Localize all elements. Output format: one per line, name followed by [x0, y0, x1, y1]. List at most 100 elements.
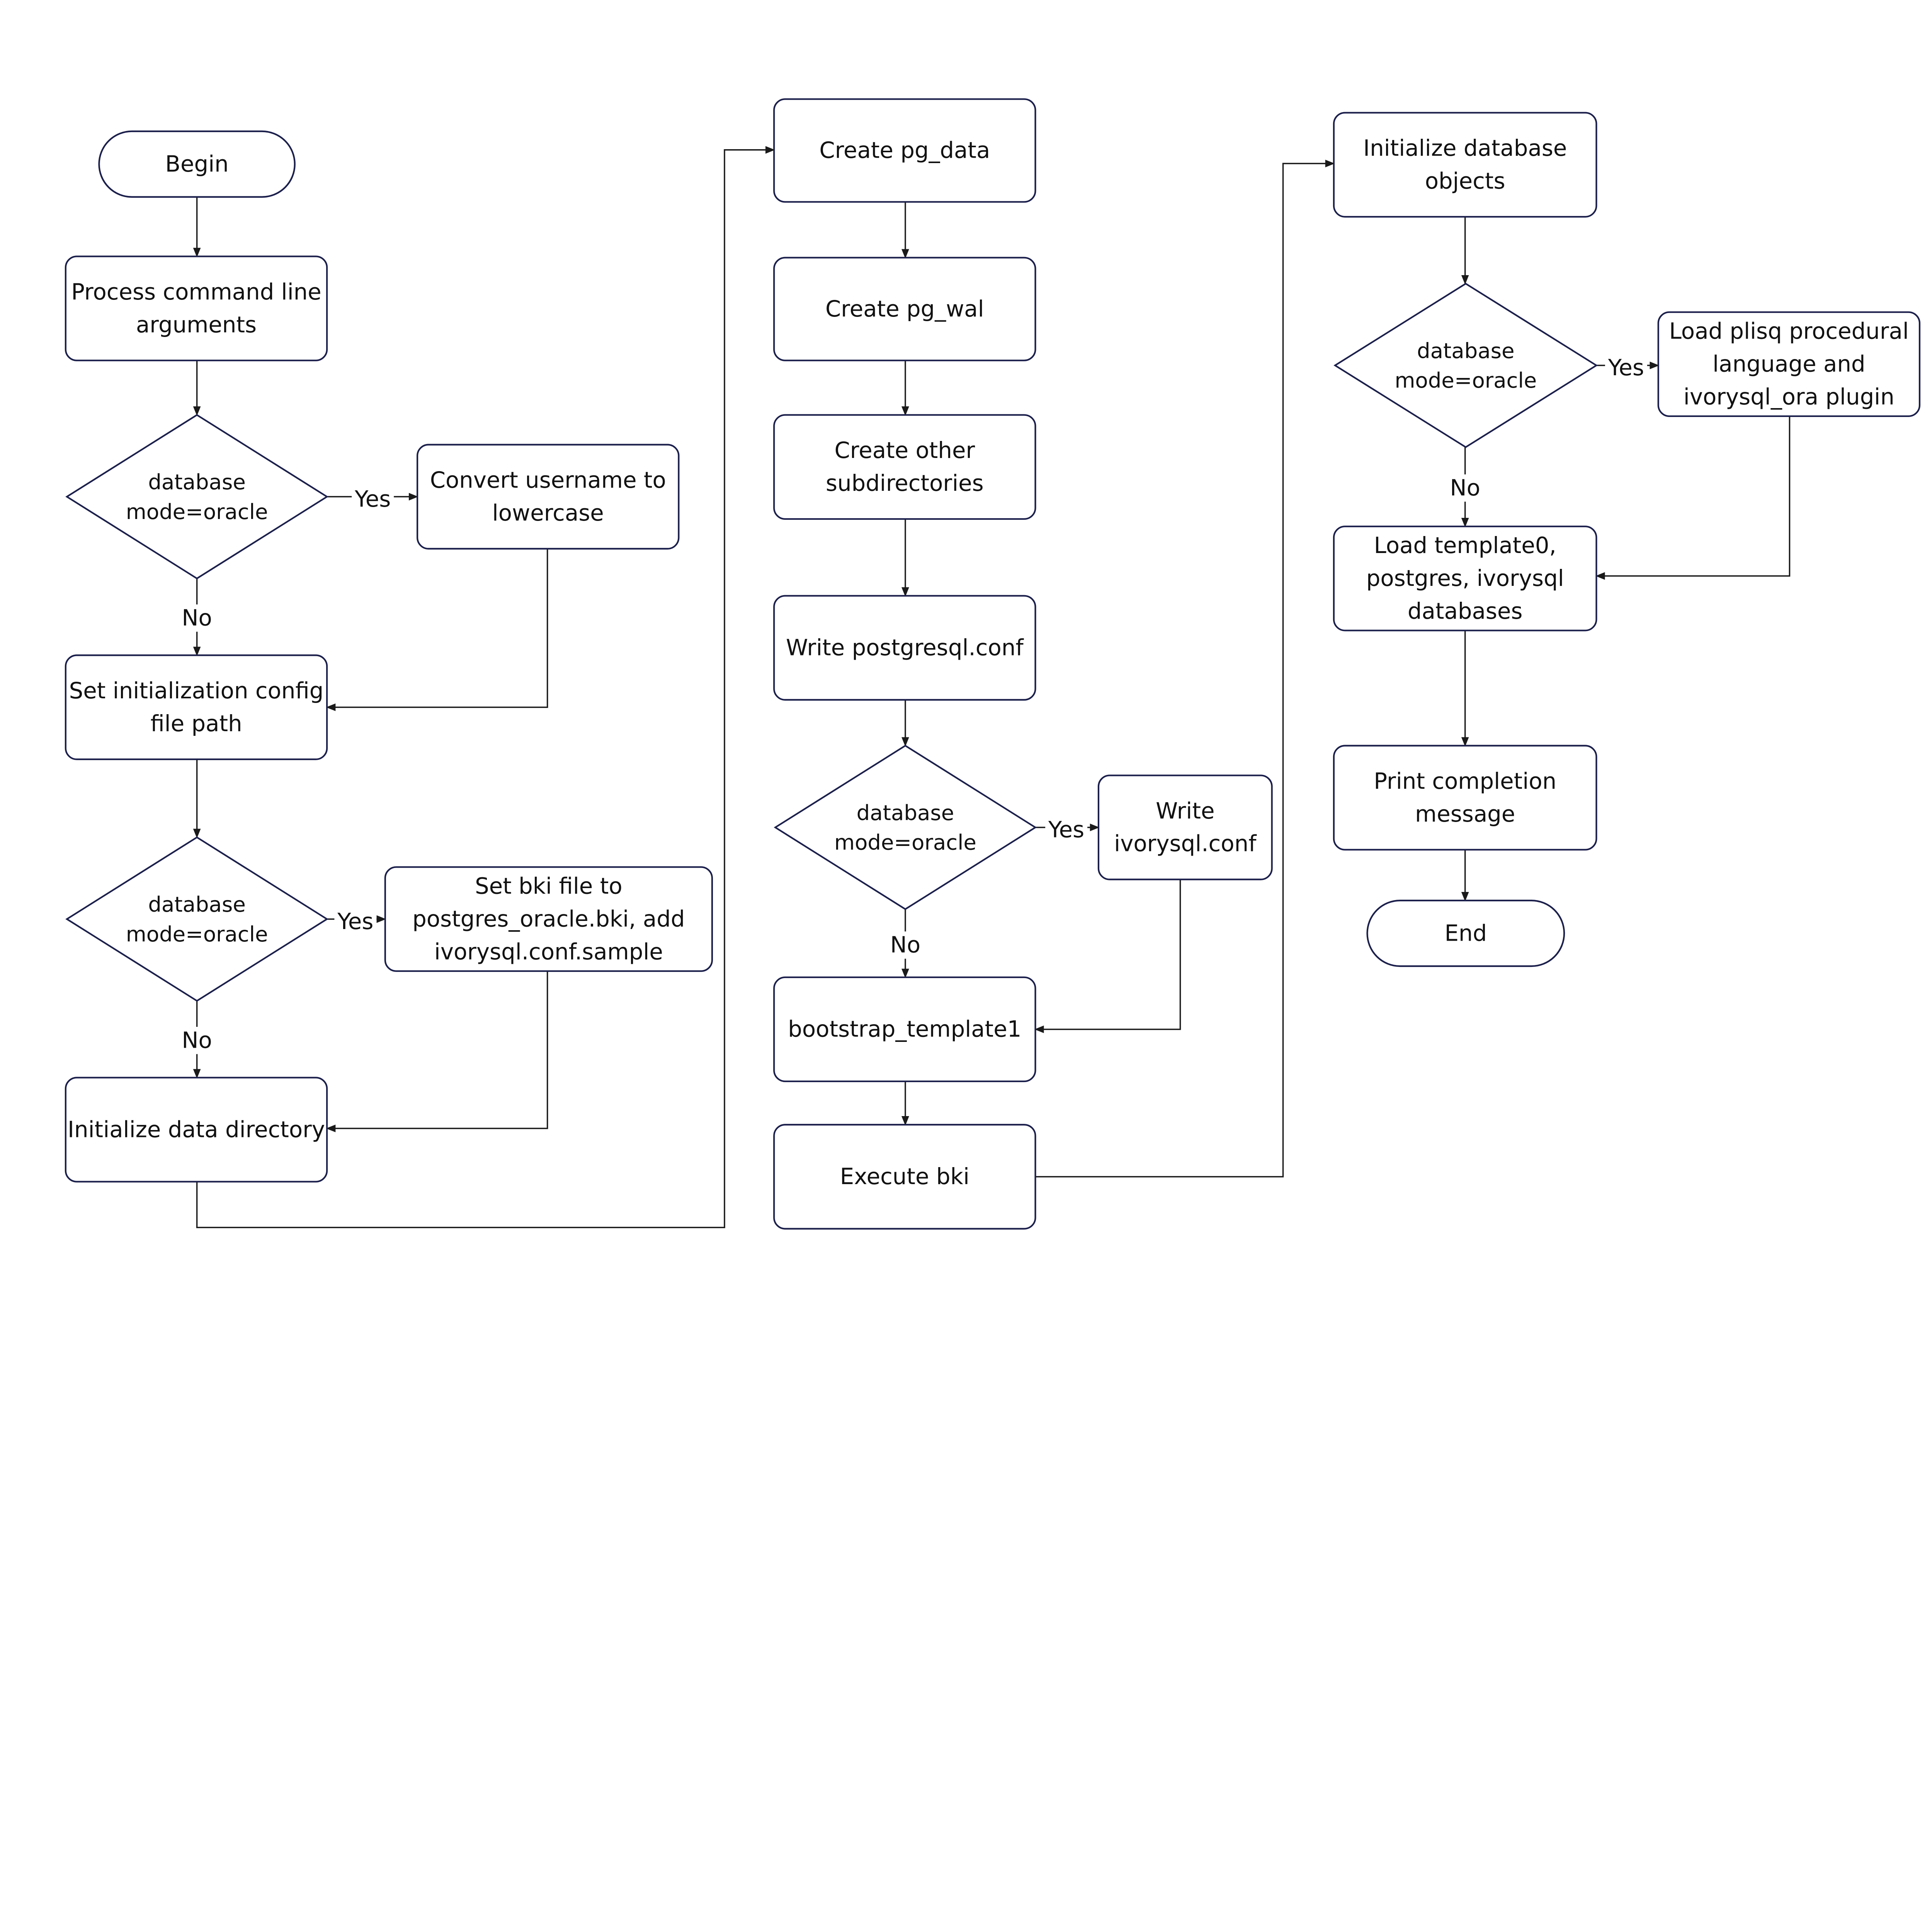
edge-label-d4-yes: Yes [1608, 354, 1644, 381]
node-begin: Begin [98, 130, 296, 198]
node-text-line: Set initialization config [69, 677, 324, 704]
edge-label-d1-yes: Yes [354, 486, 391, 512]
node-text-line: message [1415, 801, 1515, 827]
node-text-line: Initialize database [1363, 135, 1567, 161]
node-bootstrap-template1: bootstrap_template1 [773, 976, 1036, 1082]
decision-diamond [65, 836, 329, 1002]
edge-initdir-to-pgdata [196, 146, 775, 1229]
node-text-line: Initialize data directory [68, 1116, 325, 1142]
process-box [65, 654, 328, 760]
terminal-shape [98, 130, 296, 198]
node-text-line: database [1417, 338, 1515, 363]
node-text-line: postgres, ivorysql [1366, 565, 1564, 591]
node-decision2: database mode=oracle [65, 836, 329, 1002]
edge-convert-to-config [326, 548, 548, 711]
edge-label-d3-no: No [890, 932, 920, 958]
node-write-postgresql-conf: Write postgresql.conf [773, 595, 1036, 701]
node-text-line: database [148, 470, 246, 494]
process-box [1657, 311, 1921, 417]
node-convert-username: Convert username to lowercase [417, 444, 680, 550]
node-text-line: Load plisq procedural [1669, 318, 1909, 344]
node-text-line: database [148, 892, 246, 917]
node-text-line: ivorysql_ora plugin [1684, 383, 1895, 410]
node-text-line: postgres_oracle.bki, add [412, 905, 685, 932]
edge-label-background [176, 604, 218, 632]
node-text-line: Create pg_data [819, 137, 990, 163]
process-box [1333, 526, 1597, 631]
process-box [65, 1077, 328, 1183]
edge-label-background [1605, 354, 1647, 382]
node-text-line: Write postgresql.conf [786, 635, 1024, 661]
process-box [384, 866, 713, 972]
node-text-line: Convert username to [430, 467, 666, 493]
node-text-line: ivorysql.conf [1114, 831, 1257, 857]
node-create-subdirs: Create other subdirectories [773, 414, 1036, 520]
node-text-line: mode=oracle [1395, 368, 1537, 393]
process-box [1333, 112, 1597, 218]
node-decision1: database mode=oracle [65, 414, 329, 580]
edge-label-background [352, 485, 394, 513]
node-text-line: database [857, 800, 954, 825]
node-execute-bki: Execute bki [773, 1124, 1036, 1230]
decision-diamond [774, 745, 1037, 910]
process-box [773, 98, 1036, 203]
node-text-line: databases [1408, 598, 1523, 624]
process-box [1333, 745, 1597, 851]
terminal-shape [1366, 900, 1565, 967]
process-box [773, 976, 1036, 1082]
edge-ivory-to-bootstrap [1034, 879, 1181, 1033]
node-text-line: Create other [834, 437, 975, 463]
edge-label-background [884, 931, 927, 959]
decision-diamond [1333, 283, 1598, 448]
node-init-db-objects: Initialize database objects [1333, 112, 1597, 218]
node-load-templates: Load template0, postgres, ivorysql databas… [1333, 526, 1597, 631]
node-end: End [1366, 900, 1565, 967]
process-box [417, 444, 680, 550]
node-text-line: Begin [165, 151, 228, 177]
node-decision3: database mode=oracle [774, 745, 1037, 910]
node-text-line: Create pg_wal [825, 296, 984, 322]
node-decision4: database mode=oracle [1333, 283, 1598, 448]
process-box [773, 595, 1036, 701]
node-text-line: lowercase [492, 500, 604, 526]
node-print-completion: Print completion message [1333, 745, 1597, 851]
process-box [773, 1124, 1036, 1230]
edge-label-d3-yes: Yes [1048, 817, 1084, 843]
edge-label-d2-yes: Yes [337, 908, 373, 934]
process-box [65, 255, 328, 361]
node-init-data-dir: Initialize data directory [65, 1077, 328, 1183]
node-text-line: Execute bki [840, 1163, 969, 1190]
node-text-line: objects [1425, 168, 1505, 194]
edge-label-background [1444, 474, 1486, 502]
node-text-line: End [1444, 920, 1487, 946]
edge-bki-to-initdir [326, 971, 548, 1132]
node-text-line: language and [1713, 351, 1865, 377]
process-box [773, 257, 1036, 361]
edge-label-d2-no: No [182, 1027, 212, 1053]
node-text-line: mode=oracle [834, 830, 976, 855]
node-create-pg-wal: Create pg_wal [773, 257, 1036, 361]
process-box [773, 414, 1036, 520]
edge-label-background [176, 1027, 218, 1054]
node-text-line: mode=oracle [126, 922, 268, 946]
node-text-line: mode=oracle [126, 499, 268, 524]
edges-layer [193, 146, 1791, 1229]
edge-plisql-to-templates [1595, 416, 1791, 580]
node-text-line: bootstrap_template1 [788, 1016, 1021, 1042]
edge-label-background [1045, 816, 1088, 844]
node-text-line: Print completion [1374, 768, 1556, 794]
process-box [1097, 774, 1273, 880]
node-load-plisql: Load plisq procedural language and ivorysq… [1657, 311, 1921, 417]
node-text-line: ivorysql.conf.sample [434, 938, 663, 965]
edge-exec-to-initobj [1035, 160, 1335, 1178]
edge-label-d4-no: No [1450, 475, 1480, 501]
node-text-line: Set bki file to [475, 873, 622, 899]
node-text-line: subdirectories [826, 470, 984, 496]
node-text-line: Load template0, [1374, 532, 1556, 558]
